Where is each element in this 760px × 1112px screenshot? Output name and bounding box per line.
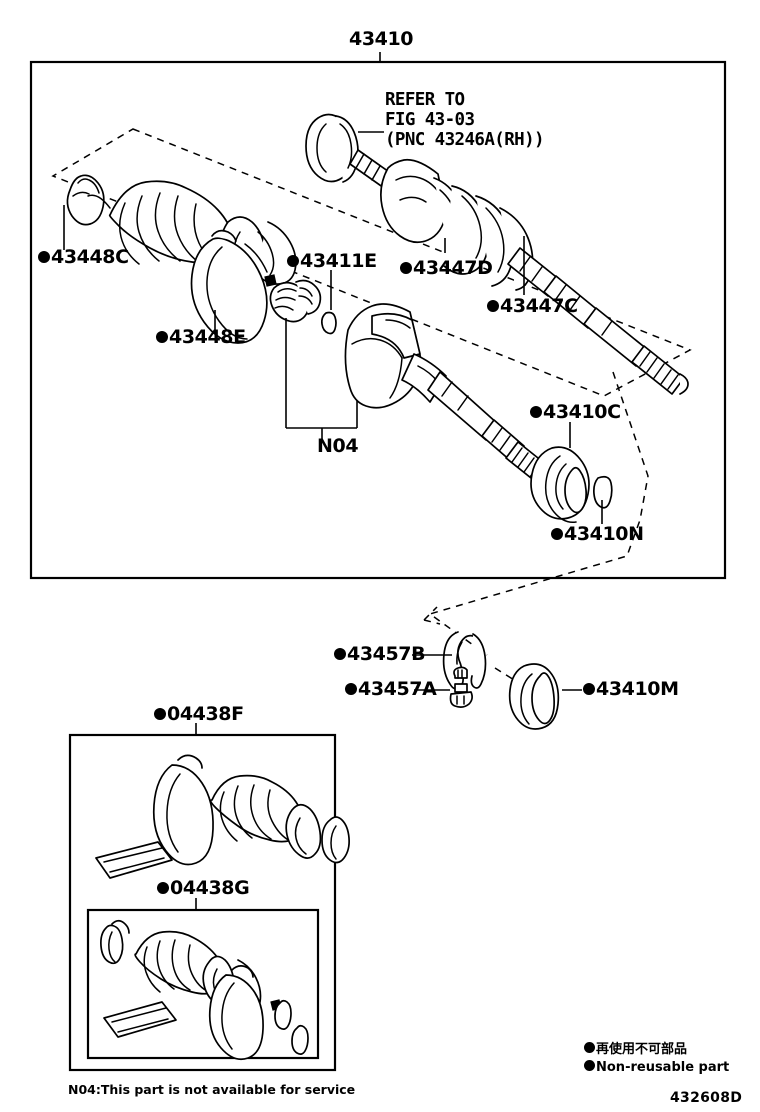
nonreusable-dot-icon bbox=[584, 1060, 595, 1071]
nonreusable-dot-icon bbox=[287, 255, 299, 267]
art-circlip-43457b bbox=[442, 631, 487, 690]
art-oil-seal-43410m bbox=[508, 663, 560, 730]
callout-43447d: 43447D bbox=[400, 259, 493, 278]
nonreusable-dot-icon bbox=[487, 300, 499, 312]
nonreusable-dot-icon bbox=[38, 251, 50, 263]
art-bearing-43410c bbox=[530, 446, 590, 524]
callout-43457a: 43457A bbox=[345, 680, 437, 699]
nonreusable-dot-icon bbox=[154, 708, 166, 720]
dashed-leader-lower bbox=[428, 371, 649, 656]
nonreusable-dot-icon bbox=[551, 528, 563, 540]
nonreusable-dot-icon bbox=[157, 882, 169, 894]
callout-43448c: 43448C bbox=[38, 248, 129, 267]
legend-english: Non-reusable part bbox=[584, 1060, 729, 1075]
nonreusable-dot-icon bbox=[530, 406, 542, 418]
art-kit-f-grease-packet bbox=[95, 841, 173, 879]
art-cv-joint-assembly bbox=[349, 149, 689, 395]
nonreusable-dot-icon bbox=[400, 262, 412, 274]
callout-43410m: 43410M bbox=[583, 680, 679, 699]
legend-japanese: 再使用不可部品 bbox=[584, 1038, 687, 1057]
kit-box-04438g bbox=[86, 908, 320, 1060]
art-snap-ring-small bbox=[320, 311, 337, 335]
art-small-clamp-ring bbox=[66, 174, 105, 226]
nonreusable-dot-icon bbox=[584, 1042, 595, 1053]
nonreusable-dot-icon bbox=[583, 683, 595, 695]
art-clamp-ring-large bbox=[190, 229, 277, 344]
callout-43410n: 43410N bbox=[551, 525, 644, 544]
art-kit-g-ring-small3 bbox=[291, 1024, 309, 1055]
kit-box-04438f bbox=[68, 733, 337, 1072]
nonreusable-dot-icon bbox=[156, 331, 168, 343]
callout-04438f: 04438F bbox=[154, 705, 244, 724]
art-dust-deflector bbox=[305, 113, 359, 183]
art-boot-link bbox=[87, 194, 111, 209]
art-kit-f-ring bbox=[321, 816, 350, 864]
art-outer-joint-housing bbox=[344, 303, 549, 483]
art-kit-f-clamp bbox=[152, 754, 236, 866]
art-kit-g-grease-packet bbox=[103, 1001, 177, 1038]
callout-04438g: 04438G bbox=[157, 879, 250, 898]
art-kit-g-clamp bbox=[208, 965, 282, 1061]
dashed-arrowhead bbox=[423, 606, 441, 625]
art-tripod-joint bbox=[269, 279, 322, 323]
callout-n04: N04 bbox=[317, 435, 359, 457]
callout-43411e: 43411E bbox=[287, 252, 377, 271]
top-part-number: 43410 bbox=[349, 28, 414, 50]
refer-to-note: REFER TO FIG 43-03 (PNC 43246A(RH)) bbox=[385, 90, 545, 150]
art-kit-g-ring-small2 bbox=[274, 999, 292, 1030]
dashed-leader-seal bbox=[494, 667, 531, 691]
art-kit-g-small-ring bbox=[100, 919, 130, 965]
art-bolt-43457a bbox=[449, 666, 473, 708]
nonreusable-dot-icon bbox=[345, 683, 357, 695]
nonreusable-dot-icon bbox=[334, 648, 346, 660]
footnote-n04: N04:This part is not available for servi… bbox=[68, 1082, 356, 1097]
callout-43457b: 43457B bbox=[334, 645, 426, 664]
art-kit-f-boot bbox=[209, 774, 322, 859]
callout-43447c: 43447C bbox=[487, 297, 578, 316]
drawing-code: 432608D bbox=[670, 1090, 743, 1106]
art-snap-ring-43410n bbox=[592, 475, 613, 509]
callout-43448e: 43448E bbox=[156, 328, 246, 347]
main-assembly-box bbox=[29, 60, 727, 580]
callout-43410c: 43410C bbox=[530, 403, 621, 422]
